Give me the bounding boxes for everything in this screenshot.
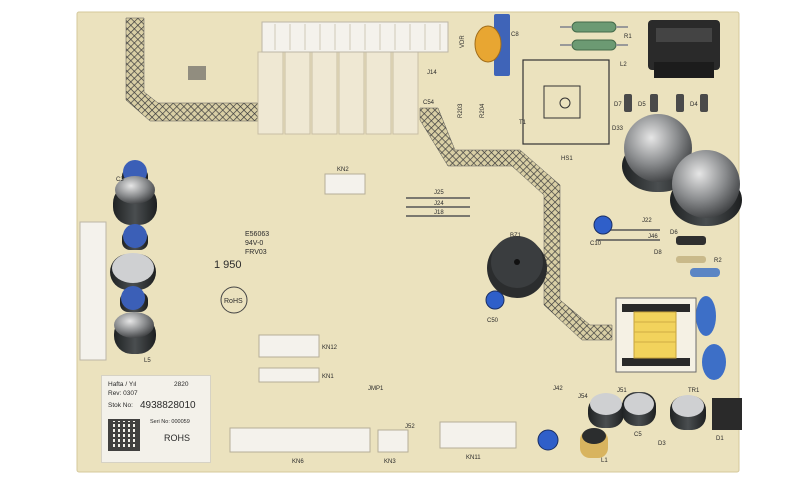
label-j14: J14 — [427, 70, 437, 76]
board-qr-code — [188, 66, 206, 80]
label-kn12: KN12 — [322, 345, 338, 351]
kn6-connector — [229, 427, 371, 453]
ground-trace-main — [419, 107, 613, 341]
label-d33: D33 — [612, 126, 624, 132]
resistor-r2 — [676, 256, 706, 263]
power-resistors — [560, 21, 628, 51]
label-c5: C5 — [634, 432, 642, 438]
rohs-logo-text: RoHS — [224, 298, 243, 305]
label-kn1: KN1 — [322, 374, 334, 380]
label-d3: D3 — [658, 441, 666, 447]
kn12-connector — [258, 334, 320, 358]
label-kn3: KN3 — [384, 459, 396, 465]
label-c54: C54 — [423, 100, 435, 106]
label-j54: J54 — [578, 394, 588, 400]
top-connector — [261, 21, 449, 53]
label-bz1: BZ1 — [510, 233, 522, 239]
label-jmp1: JMP1 — [368, 386, 384, 392]
left-connector — [79, 221, 107, 361]
buzzer-bz1 — [487, 236, 547, 298]
label-l1: L1 — [601, 458, 608, 464]
small-capacitors — [485, 215, 613, 451]
cert-rating-text: 94V-0 — [245, 240, 263, 247]
label-c50: C50 — [487, 318, 499, 324]
label-r204: R204 — [480, 103, 486, 118]
heatsink-hs1 — [522, 59, 610, 145]
date-code-text: 1 950 — [214, 259, 242, 271]
label-c3: C3 — [116, 177, 124, 183]
cert-code-text: FRV03 — [245, 249, 267, 256]
label-r203: R203 — [458, 103, 464, 118]
label-d6: D6 — [670, 230, 678, 236]
sticker-qr-code — [108, 419, 140, 451]
kn11-connector — [439, 421, 517, 449]
bottom-right-capacitors — [580, 392, 742, 458]
label-j52: J52 — [405, 424, 415, 430]
label-tr1: TR1 — [688, 388, 700, 394]
sticker-week-year-label: Hafta / Yıl — [108, 381, 137, 388]
relay-bank — [257, 51, 419, 135]
label-kn6: KN6 — [292, 459, 304, 465]
label-j18: J18 — [434, 210, 444, 216]
y-capacitor-2 — [702, 344, 726, 380]
left-capacitor-column — [110, 160, 157, 354]
label-j25: J25 — [434, 190, 444, 196]
serial-sticker: Hafta / Yıl 2820 Rev: 0307 Stok No: 4938… — [101, 375, 211, 463]
label-kn11: KN11 — [466, 455, 481, 461]
label-r1: R1 — [624, 34, 632, 40]
label-c10: C10 — [590, 241, 602, 247]
label-d1: D1 — [716, 436, 724, 442]
label-d8: D8 — [654, 250, 662, 256]
sticker-rev: Rev: 0307 — [108, 390, 138, 397]
label-d5: D5 — [638, 102, 646, 108]
rohs-logo — [220, 286, 248, 314]
transformer-tr1 — [615, 297, 697, 373]
kn1-connector — [258, 367, 320, 383]
y-capacitor-1 — [696, 296, 716, 336]
line-filter-l2 — [648, 20, 720, 78]
pcb-board — [76, 11, 740, 473]
label-kn2: KN2 — [337, 167, 349, 173]
sticker-stock-number: 4938828010 — [140, 400, 196, 411]
label-j42: J42 — [553, 386, 563, 392]
diode-row — [624, 94, 708, 112]
sticker-week-year: 2820 — [174, 381, 189, 388]
label-j24: J24 — [434, 201, 444, 207]
vdr-varistor — [474, 14, 510, 76]
cert-text: E56063 — [245, 231, 269, 238]
label-t1: T1 — [519, 120, 527, 126]
label-j46: J46 — [648, 234, 658, 240]
jumper-wires — [406, 197, 660, 241]
label-l5: L5 — [144, 358, 151, 364]
kn2-connector — [324, 173, 366, 195]
bulk-capacitor-b — [670, 150, 742, 226]
capacitor-y — [690, 268, 720, 277]
label-r2: R2 — [714, 258, 722, 264]
kn3-connector — [377, 429, 409, 453]
sticker-rohs: ROHS — [164, 433, 191, 443]
sticker-serial: Seri No: 000059 — [150, 419, 190, 425]
label-d4: D4 — [690, 102, 698, 108]
regulator-t1 — [543, 85, 581, 119]
label-j22: J22 — [642, 218, 652, 224]
sticker-stock-label: Stok No: — [108, 402, 133, 409]
label-d7: D7 — [614, 102, 622, 108]
diode-d6 — [676, 236, 706, 245]
label-c8: C8 — [511, 32, 519, 38]
label-j51: J51 — [617, 388, 627, 394]
label-vdr: VDR — [460, 35, 466, 48]
label-l2: L2 — [620, 62, 627, 68]
label-hs1: HS1 — [561, 156, 573, 162]
